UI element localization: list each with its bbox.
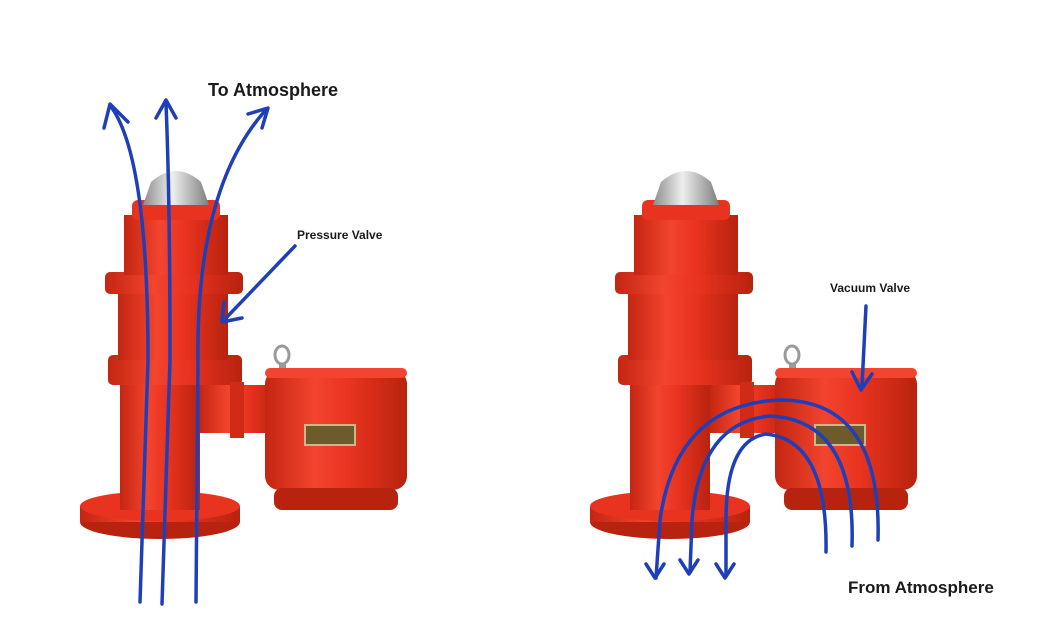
vacuum-valve-drawing <box>588 169 919 541</box>
vacuum-valve-label: Vacuum Valve <box>830 281 911 295</box>
from-atmosphere-label: From Atmosphere <box>848 578 994 597</box>
to-atmosphere-label: To Atmosphere <box>208 80 339 100</box>
pressure-valve-drawing <box>78 169 409 541</box>
pressure-valve-label: Pressure Valve <box>297 228 383 242</box>
pressure-flow-arrows <box>102 98 297 606</box>
vacuum-flow-arrows <box>644 304 880 580</box>
